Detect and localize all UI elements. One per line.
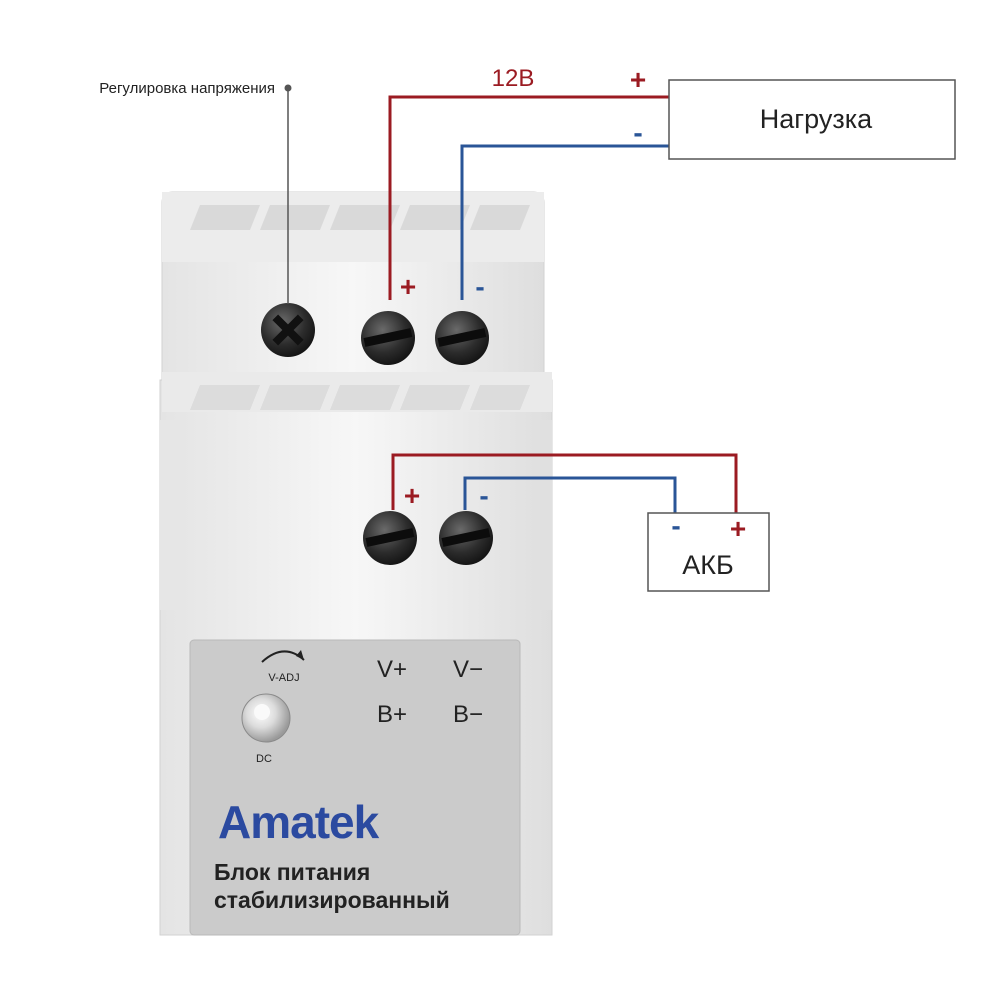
callout-dot [284,84,292,92]
dc-label: DC [256,753,272,765]
battery-label: АКБ [682,550,733,580]
product-name-line2: стабилизированный [214,887,450,913]
battery-positive-wire [391,453,738,515]
terminal-screw-icon [439,511,493,565]
terminal-screw-icon [361,311,415,365]
load-minus-sign: - [633,117,642,148]
load-plus-sign: + [630,64,646,95]
led-indicator-icon [241,693,291,743]
terminal-v-plus-sign: + [400,271,416,302]
vent-slots-top [190,205,530,230]
terminal-label-bplus: B+ [377,701,407,728]
terminal-label-vminus: V− [453,656,483,683]
terminal-label-bminus: B− [453,701,483,728]
product-name-line1: Блок питания [214,859,370,885]
terminal-v-minus-sign: - [475,271,484,302]
terminal-b-plus-sign: + [404,480,420,511]
vent-slots-middle [190,385,530,410]
terminal-screw-icon [435,311,489,365]
load-box [668,79,956,160]
output-negative-wire [460,144,669,300]
brand-logo: Amatek [218,796,380,848]
terminal-label-vplus: V+ [377,656,407,683]
battery-box [647,512,770,592]
terminal-screw-icon [363,511,417,565]
battery-minus-sign: - [671,510,680,541]
callout-label: Регулировка напряжения [99,80,275,97]
battery-negative-wire [463,476,677,515]
output-positive-wire [388,95,669,300]
load-label: Нагрузка [760,104,873,134]
adjust-arrow-head [296,650,304,660]
output-voltage-label: 12В [492,65,535,92]
battery-plus-sign: + [730,513,746,544]
adj-label: V-ADJ [268,672,299,684]
terminal-b-minus-sign: - [479,480,488,511]
adjust-screw-icon[interactable] [261,303,315,357]
